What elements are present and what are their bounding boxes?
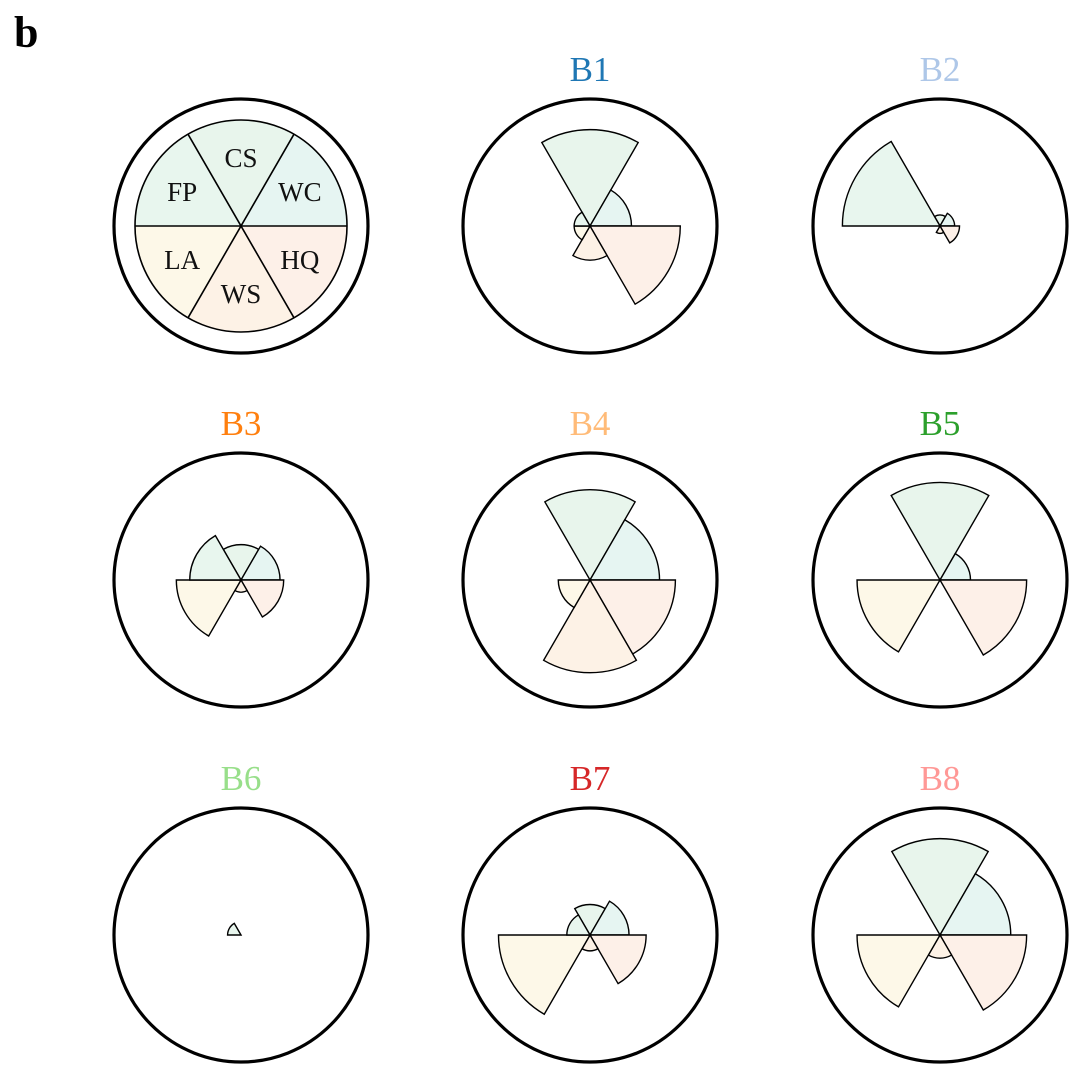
- chart-title-b4: B4: [570, 404, 611, 443]
- legend-label-ws: WS: [221, 279, 262, 309]
- chart-b3: B3: [112, 404, 370, 709]
- sector-b2-ws: [935, 224, 945, 235]
- sector-b4-cs: [543, 489, 637, 582]
- sector-b5-hq: [938, 579, 1028, 656]
- sector-b7-fp: [566, 913, 592, 936]
- legend-divider: [187, 133, 295, 319]
- legend-label-cs: CS: [224, 143, 257, 173]
- sector-b1-cs: [540, 128, 640, 228]
- legend-segment-wc: [241, 134, 347, 226]
- chart-title-b3: B3: [221, 404, 262, 443]
- sector-b1-wc: [588, 189, 633, 227]
- sector-b8-hq: [938, 934, 1028, 1011]
- sector-b7-hq: [588, 934, 647, 985]
- chart-b4: B4: [461, 404, 719, 709]
- sector-b3-fp: [189, 534, 243, 581]
- sector-b4-ws: [542, 578, 638, 674]
- chart-title-b7: B7: [570, 759, 611, 798]
- legend-label-hq: HQ: [280, 245, 319, 275]
- sector-b1-hq: [588, 225, 681, 306]
- sector-b4-la: [557, 579, 592, 609]
- chart-title-b5: B5: [920, 404, 961, 443]
- panel-label: b: [14, 8, 38, 57]
- sector-b3-hq: [239, 579, 285, 618]
- legend-segment-fp: [135, 134, 241, 226]
- sector-b4-hq: [588, 579, 677, 655]
- legend-segment-ws: [188, 226, 294, 333]
- legend-segment-cs: [188, 119, 294, 226]
- chart-b8: B8: [811, 759, 1069, 1064]
- chart-b7: B7: [461, 759, 719, 1064]
- chart-b6: B6: [112, 759, 370, 1064]
- legend-wheel: CS WC HQ WS LA FP: [112, 97, 370, 355]
- chart-b1: B1: [461, 50, 719, 355]
- chart-title-b6: B6: [221, 759, 262, 798]
- sector-b7-la: [497, 934, 592, 1016]
- sector-b2-fp: [841, 140, 942, 227]
- sector-b4-wc: [588, 518, 661, 581]
- sector-b5-cs: [890, 481, 990, 582]
- chart-title-b8: B8: [920, 759, 961, 798]
- sector-b6-fp: [226, 922, 243, 936]
- sector-b5-la: [856, 579, 942, 653]
- legend-label-la: LA: [164, 245, 200, 275]
- legend-segment-la: [135, 226, 241, 318]
- legend-outer-ring: [112, 97, 370, 355]
- sector-b1-fp: [573, 211, 592, 227]
- legend-segment-hq: [241, 226, 347, 318]
- chart-title-b1: B1: [570, 50, 611, 89]
- chart-title-b2: B2: [920, 50, 961, 89]
- chart-b2: B2: [811, 50, 1069, 355]
- chart-b5: B5: [811, 404, 1069, 709]
- legend-label-fp: FP: [167, 177, 197, 207]
- sector-b8-la: [856, 934, 942, 1008]
- sector-b8-cs: [890, 837, 990, 937]
- sector-b1-ws: [571, 224, 609, 261]
- sector-b8-wc: [938, 872, 1012, 936]
- sector-b3-la: [175, 579, 243, 637]
- legend-label-wc: WC: [278, 177, 322, 207]
- sector-b2-hq: [938, 225, 961, 244]
